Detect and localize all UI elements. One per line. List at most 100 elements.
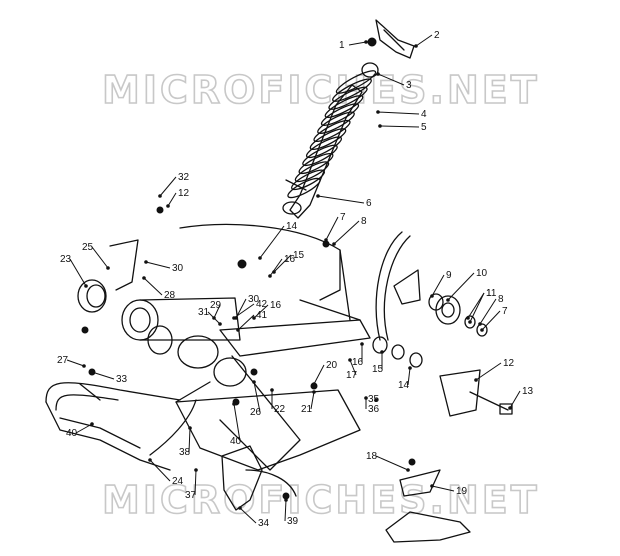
leader-arrowhead xyxy=(158,194,162,198)
callout-number: 1 xyxy=(486,288,492,299)
callout-number: 38 xyxy=(179,447,191,458)
callout-22: 22 xyxy=(270,388,286,415)
callout-number: 23 xyxy=(60,254,72,265)
callout-number: 7 xyxy=(502,306,508,317)
callout-16: 16 xyxy=(252,300,282,320)
leader-line xyxy=(253,304,269,319)
callout-31: 31 xyxy=(198,307,222,326)
callout-number: 9 xyxy=(446,270,452,281)
callout-number: 22 xyxy=(274,404,286,415)
callout-number: 41 xyxy=(256,310,268,321)
watermark-top: MICROFICHES.NET xyxy=(102,68,540,112)
leader-arrowhead xyxy=(466,316,470,320)
callout-number: 30 xyxy=(248,294,260,305)
leader-arrowhead xyxy=(166,204,170,208)
leader-line xyxy=(310,391,315,410)
adjuster-bracket xyxy=(439,369,513,417)
callout-number: 13 xyxy=(522,386,534,397)
leader-arrowhead xyxy=(408,366,412,370)
callout-35: 35 xyxy=(368,394,380,405)
leader-line xyxy=(69,258,87,287)
leader-line xyxy=(273,254,292,273)
leader-arrowhead xyxy=(312,390,316,394)
skid-hitch xyxy=(385,458,471,543)
hardware xyxy=(81,206,330,500)
leader-arrowhead xyxy=(218,322,222,326)
swing-arm xyxy=(219,299,371,471)
callout-number: 3 xyxy=(406,80,412,91)
leader-line xyxy=(233,403,241,442)
leader-arrowhead xyxy=(316,194,320,198)
leader-line xyxy=(167,192,177,207)
callout-4: 4 xyxy=(376,109,427,120)
leader-arrowhead xyxy=(90,422,94,426)
callout-number: 42 xyxy=(256,299,268,310)
callout-11: 11 xyxy=(466,288,497,320)
callout-42: 42 xyxy=(232,299,268,320)
callout-number: 6 xyxy=(366,198,372,209)
leader-line xyxy=(317,195,365,204)
leader-arrowhead xyxy=(232,316,236,320)
leader-arrowhead xyxy=(142,276,146,280)
leader-line xyxy=(349,359,357,376)
leader-arrowhead xyxy=(478,322,482,326)
leader-line xyxy=(407,367,411,386)
callout-10: 10 xyxy=(446,268,488,302)
callout-number: 27 xyxy=(57,355,69,366)
callout-16: 16 xyxy=(268,254,296,278)
callout-25: 25 xyxy=(82,242,110,270)
leader-arrowhead xyxy=(148,458,152,462)
callout-14: 14 xyxy=(398,366,412,391)
callout-number: 15 xyxy=(372,364,384,375)
leader-arrowhead xyxy=(270,388,274,392)
callout-26: 26 xyxy=(250,380,262,418)
callout-1: 1 xyxy=(468,288,492,324)
leader-line xyxy=(348,41,367,46)
leader-line xyxy=(259,225,285,259)
leader-arrowhead xyxy=(268,274,272,278)
callout-number: 16 xyxy=(352,357,364,368)
leader-line xyxy=(377,111,420,115)
callout-number: 11 xyxy=(486,288,497,299)
callout-number: 12 xyxy=(178,188,190,199)
leader-line xyxy=(188,427,191,453)
leader-arrowhead xyxy=(106,266,110,270)
leader-arrowhead xyxy=(348,358,352,362)
rail-frame xyxy=(179,223,411,341)
callout-17: 17 xyxy=(346,358,358,381)
leader-line xyxy=(325,216,339,241)
callout-number: 8 xyxy=(361,216,367,227)
callout-number: 28 xyxy=(164,290,176,301)
callout-number: 12 xyxy=(503,358,515,369)
leader-line xyxy=(233,303,255,319)
leader-arrowhead xyxy=(378,124,382,128)
leader-line xyxy=(145,261,171,269)
leader-arrowhead xyxy=(364,40,368,44)
leader-line xyxy=(447,272,475,301)
callout-number: 17 xyxy=(346,370,358,381)
callout-40: 40 xyxy=(230,402,242,447)
leader-line xyxy=(415,34,433,47)
callout-number: 32 xyxy=(178,172,190,183)
callout-13: 13 xyxy=(508,386,534,410)
callout-2: 2 xyxy=(414,30,440,48)
leader-arrowhead xyxy=(194,468,198,472)
leader-line xyxy=(213,304,221,319)
leader-arrowhead xyxy=(82,364,86,368)
callout-24: 24 xyxy=(148,458,184,487)
leader-arrowhead xyxy=(474,378,478,382)
leader-line xyxy=(239,507,257,524)
leader-line xyxy=(475,362,502,381)
callout-33: 33 xyxy=(90,370,128,385)
callout-number: 37 xyxy=(185,490,197,501)
callout-number: 34 xyxy=(258,518,270,529)
leader-line xyxy=(91,246,109,269)
callout-28: 28 xyxy=(142,276,176,301)
callout-number: 1 xyxy=(339,40,345,51)
cross-shaft xyxy=(121,297,247,387)
callout-number: 40 xyxy=(66,428,78,439)
leader-line xyxy=(194,469,197,496)
leader-line xyxy=(377,73,405,86)
callout-3: 3 xyxy=(376,72,412,91)
callout-number: 39 xyxy=(287,516,299,527)
